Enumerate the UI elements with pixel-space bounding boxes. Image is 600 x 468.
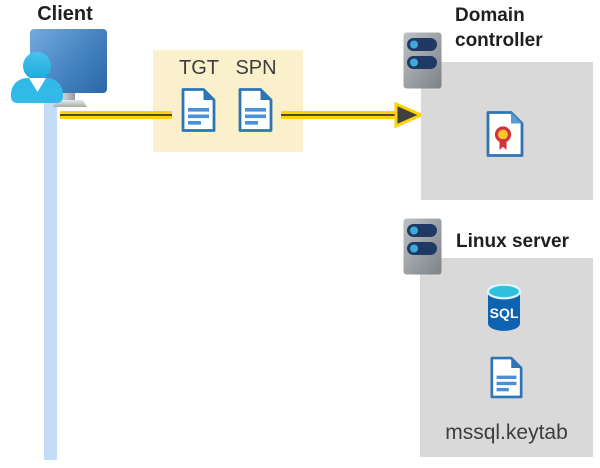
keytab-filename-label: mssql.keytab [445,421,568,444]
domain-controller-server-icon [403,32,442,89]
monitor-stand-neck [62,93,75,101]
sql-badge-label: SQL [490,305,519,321]
auth-arrow-left-segment [60,111,172,119]
linux-server-icon [403,218,442,275]
monitor-stand-base [53,100,87,107]
spn-label: SPN [235,57,277,79]
sql-database-icon: SQL [487,284,521,331]
keytab-document-icon [490,356,523,399]
linux-server-title: Linux server [456,231,569,252]
arrowhead-icon [394,101,424,129]
client-connection-line [44,97,57,460]
auth-arrow-right-segment [281,111,396,119]
user-head-icon [23,52,51,80]
spn-document-icon [238,88,273,132]
tgt-label: TGT [179,57,219,79]
domain-controller-title: Domain controller [455,5,543,51]
client-label: Client [37,3,93,25]
tgt-document-icon [181,88,216,132]
certificate-icon [486,111,524,157]
ticket-box [153,50,303,152]
